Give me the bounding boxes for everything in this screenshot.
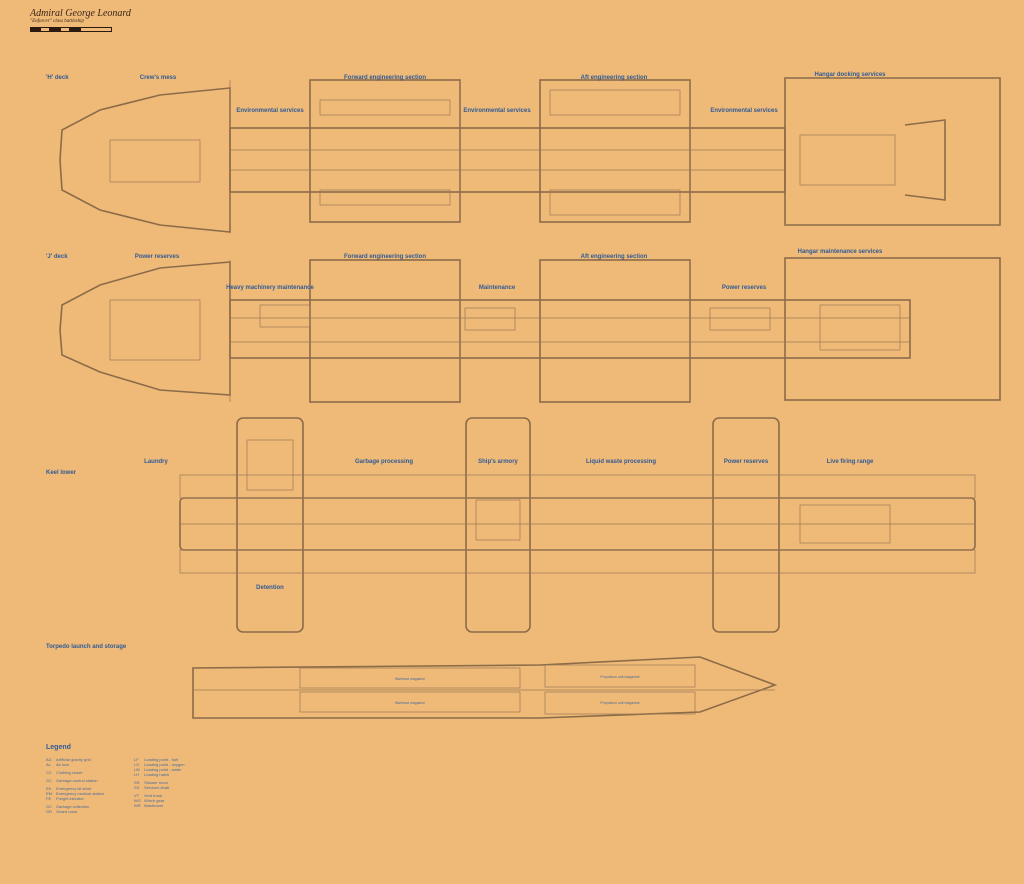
section-label: Laundry [144,459,168,465]
section-label: Environmental services [463,108,531,114]
section-label: Hangar maintenance services [798,249,883,255]
section-label: Heavy machinery maintenance [226,285,314,291]
room-label: Warhead magazine [395,677,425,681]
section-label: Hangar docking services [814,72,886,78]
h-deck-label: 'H' deck [46,75,69,81]
section-label: Forward engineering section [344,254,426,260]
section-label: Power reserves [722,285,767,291]
room-label: Propulsion unit magazine [600,701,639,705]
legend-title: Legend [46,744,71,751]
ship-name: Admiral George Leonard [30,8,131,19]
scale-bar [30,27,131,32]
section-label: Live firing range [827,459,874,465]
section-label: Environmental services [710,108,778,114]
ship-class: "Enforcer" class battleship [30,19,85,24]
section-label: Power reserves [724,459,769,465]
section-label: Aft engineering section [581,75,648,81]
section-label: Crew's mess [140,75,177,81]
h-deck [59,77,1001,233]
section-label: Detention [256,585,284,591]
room-label: Propulsion unit magazine [600,675,639,679]
section-label: Aft engineering section [581,254,648,260]
torpedo-deck-label: Torpedo launch and storage [46,644,127,650]
j-deck [59,257,1001,403]
section-label: Power reserves [135,254,180,260]
section-label: Liquid waste processing [586,459,656,465]
keel-deck-label: Keel lower [46,470,77,476]
section-label: Maintenance [479,285,516,291]
torpedo-deck [192,656,778,719]
section-label: Forward engineering section [344,75,426,81]
section-label: Garbage processing [355,459,413,465]
title-block: Admiral George Leonard "Enforcer" class … [30,8,131,32]
j-deck-label: 'J' deck [46,254,68,260]
section-label: Environmental services [236,108,304,114]
room-label: Warhead magazine [395,701,425,705]
section-label: Ship's armory [478,459,518,465]
keel-deck [179,417,976,633]
